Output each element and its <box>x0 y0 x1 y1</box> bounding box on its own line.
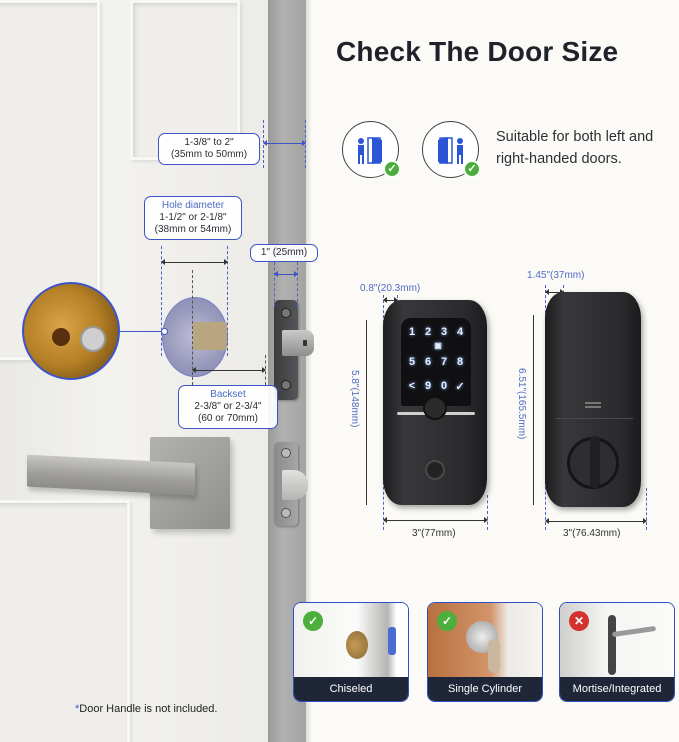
page-title: Check The Door Size <box>336 36 619 67</box>
screw-icon <box>281 448 291 458</box>
bore-hole <box>346 631 368 659</box>
battery-vent <box>585 402 601 404</box>
footnote: *Door Handle is not included. <box>75 703 217 715</box>
height-arrow <box>533 315 534 505</box>
backset-metric: (60 or 70mm) <box>197 413 258 424</box>
latch-width-value: 1" (25mm) <box>260 247 308 258</box>
check-icon: ✓ <box>303 611 323 631</box>
latch-hole <box>52 328 70 346</box>
right-handed-door-icon: ✓ <box>422 121 481 178</box>
key-5: 5 <box>408 356 416 368</box>
interior-lock-body <box>545 292 641 507</box>
bore-hole-circle <box>162 297 228 377</box>
latch-tongue <box>282 470 308 500</box>
mortise-plate <box>608 615 616 675</box>
hole-diameter-arrow <box>161 259 228 265</box>
guide-line <box>274 262 275 307</box>
key-confirm: ✓ <box>455 381 465 393</box>
compat-card-chiseled: ✓ Chiseled <box>293 602 409 702</box>
key-9: 9 <box>424 380 432 392</box>
screw-icon <box>281 308 291 318</box>
callout-connector-line <box>120 331 164 332</box>
door-thickness-imperial: 1-3/8" to 2" <box>184 137 234 148</box>
mortise-lever <box>611 625 657 638</box>
guide-line <box>227 246 228 356</box>
footnote-star: * <box>75 703 80 715</box>
exterior-depth-label: 0.8"(20.3mm) <box>360 283 421 294</box>
width-arrow <box>383 517 488 523</box>
check-icon: ✓ <box>463 160 481 178</box>
key-3: 3 <box>440 326 448 338</box>
exterior-keypad-lock: 1 2 3 4 ▣ 5 6 7 8 < 9 0 ✓ <box>383 300 487 505</box>
interior-depth-label: 1.45"(37mm) <box>527 270 585 281</box>
key-0: 0 <box>440 380 448 392</box>
key-2: 2 <box>424 326 432 338</box>
nfc-card-icon: ▣ <box>434 341 442 350</box>
guide-line <box>297 262 298 307</box>
key-1: 1 <box>408 326 416 338</box>
exterior-width-label: 3"(77mm) <box>412 528 456 539</box>
thumbturn <box>567 436 619 489</box>
handedness-description: Suitable for both left and right-handed … <box>496 129 654 167</box>
compat-card-mortise: ✕ Mortise/Integrated <box>559 602 675 702</box>
backset-callout: Backset 2-3/8" or 2-3/4" (60 or 70mm) <box>178 385 278 429</box>
key-icon <box>488 639 500 673</box>
chiseled-door-image <box>294 603 408 679</box>
interior-height-label: 6.51"(165.5mm) <box>516 368 527 440</box>
exterior-height-label: 5.8"(148mm) <box>349 370 360 428</box>
guide-line <box>192 270 193 385</box>
touch-keypad: 1 2 3 4 ▣ 5 6 7 8 < 9 0 ✓ <box>401 318 471 406</box>
backset-imperial: 2-3/8" or 2-3/4" <box>194 401 262 412</box>
guide-line <box>161 246 162 356</box>
hole-diameter-title: Hole diameter <box>161 200 225 211</box>
compat-card-single-cylinder: ✓ Single Cylinder <box>427 602 543 702</box>
backset-arrow <box>192 367 266 373</box>
latch-width-callout: 1" (25mm) <box>250 244 318 262</box>
cross-icon: ✕ <box>569 611 589 631</box>
hole-diameter-metric: (38mm or 54mm) <box>154 224 232 235</box>
keyhole-icon <box>425 460 445 480</box>
key-8: 8 <box>456 356 464 368</box>
width-arrow <box>545 518 647 524</box>
compat-label: Mortise/Integrated <box>560 677 674 701</box>
latch-in-bore <box>193 322 227 350</box>
door-thickness-callout: 1-3/8" to 2" (35mm to 50mm) <box>158 133 260 165</box>
hole-diameter-callout: Hole diameter 1-1/2" or 2-1/8" (38mm or … <box>144 196 242 240</box>
check-icon: ✓ <box>383 160 401 178</box>
screw-icon <box>281 380 291 390</box>
deadbolt-bolt <box>282 330 314 356</box>
fingerprint-sensor <box>423 396 447 420</box>
chiseled-latch-slot <box>388 627 396 655</box>
door-illustration <box>0 0 268 742</box>
person-door-icon <box>358 137 382 164</box>
interior-width-label: 3"(76.43mm) <box>563 528 621 539</box>
thickness-arrow <box>263 140 306 146</box>
door-thickness-metric: (35mm to 50mm) <box>170 149 248 160</box>
door-edge-shadow <box>306 0 312 742</box>
key-back: < <box>408 380 416 392</box>
height-arrow <box>366 320 367 505</box>
compat-label: Chiseled <box>294 677 408 701</box>
check-icon: ✓ <box>437 611 457 631</box>
key-7: 7 <box>440 356 448 368</box>
left-handed-door-icon: ✓ <box>342 121 401 178</box>
person-door-icon <box>438 137 463 164</box>
footnote-text: Door Handle is not included. <box>79 703 218 715</box>
callout-connector-dot <box>161 328 168 335</box>
hole-diameter-imperial: 1-1/2" or 2-1/8" <box>159 212 227 223</box>
latch-width-arrow <box>274 271 298 277</box>
guide-line <box>646 488 647 530</box>
key-4: 4 <box>456 326 464 338</box>
screw-icon <box>281 508 291 518</box>
guide-line <box>487 495 488 530</box>
backset-title: Backset <box>210 389 246 400</box>
latch-closeup-circle <box>22 282 120 380</box>
compat-label: Single Cylinder <box>428 677 542 701</box>
key-6: 6 <box>424 356 432 368</box>
door-panel <box>0 500 130 742</box>
latch-slot <box>80 326 106 352</box>
cover-seam <box>555 418 633 419</box>
